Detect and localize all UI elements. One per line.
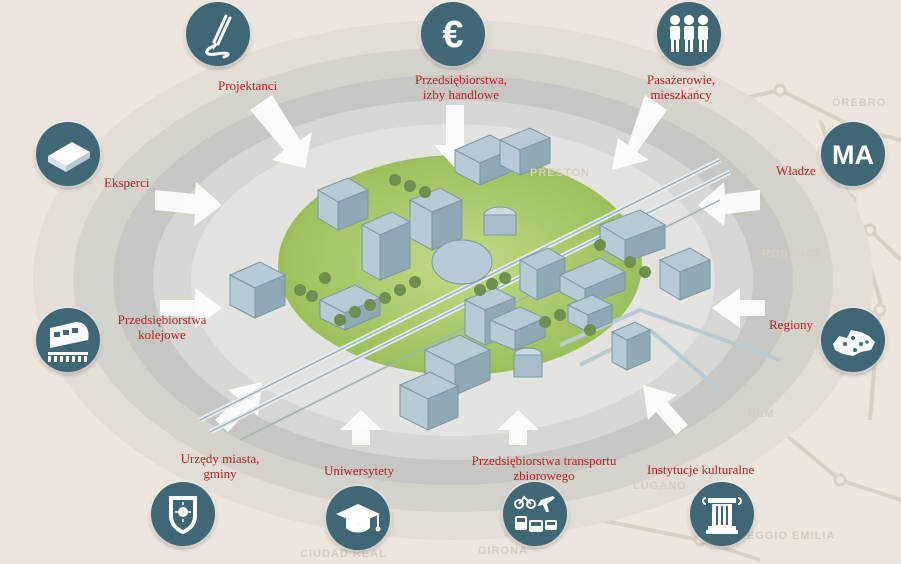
label-line: Przedsiębiorstwa transportu bbox=[471, 453, 617, 468]
book-icon bbox=[36, 122, 100, 186]
map-name-preston: PRESTON bbox=[530, 167, 590, 179]
label-wladze: Władze bbox=[776, 163, 816, 178]
label-przedsiebiorstwa-kolejowe: Przedsiębiorstwa kolejowe bbox=[112, 312, 212, 342]
euro-icon: € bbox=[421, 2, 485, 66]
label-line: mieszkańcy bbox=[650, 87, 712, 102]
svg-text:€: € bbox=[442, 14, 463, 56]
label-line: zbiorowego bbox=[513, 468, 575, 483]
city-buildings bbox=[228, 127, 712, 431]
coat-of-arms-icon bbox=[151, 482, 215, 546]
map-name-ulm: ULM bbox=[748, 408, 775, 420]
map-name-reggio-emilia: REGGIO EMILIA bbox=[738, 530, 836, 542]
label-projektanci: Projektanci bbox=[218, 78, 278, 93]
people-icon bbox=[657, 2, 721, 66]
map-name-rostock: ROSTOCK bbox=[762, 248, 824, 260]
label-transport-zbiorowy: Przedsiębiorstwa transportu zbiorowego bbox=[462, 453, 626, 483]
label-line: Przedsiębiorstwa, bbox=[414, 72, 508, 87]
label-line: Urzędy miasta, bbox=[180, 451, 260, 466]
label-line: Przedsiębiorstwa bbox=[117, 312, 207, 327]
graduation-cap-icon bbox=[326, 486, 390, 550]
region-map-icon bbox=[821, 308, 885, 372]
label-line: Pasażerowie, bbox=[646, 72, 716, 87]
pen-icon bbox=[186, 2, 250, 66]
train-icon bbox=[36, 308, 100, 372]
ma-initials-icon: MA bbox=[821, 122, 885, 186]
svg-text:MA: MA bbox=[832, 140, 874, 170]
map-name-lugano: LUGANO bbox=[633, 480, 687, 492]
label-regiony: Regiony bbox=[769, 317, 814, 332]
label-urzedy: Urzędy miasta, gminy bbox=[178, 451, 262, 481]
label-eksperci: Eksperci bbox=[104, 175, 150, 190]
transport-modes-icon bbox=[503, 482, 567, 546]
map-name-ciudad-real: CIUDAD REAL bbox=[300, 548, 387, 560]
label-line: gminy bbox=[203, 466, 237, 481]
map-name-girona: GIRONA bbox=[478, 545, 528, 557]
arrows bbox=[155, 95, 765, 445]
column-icon bbox=[690, 482, 754, 546]
label-pasazerowie: Pasażerowie, mieszkańcy bbox=[641, 72, 721, 102]
label-line: izby handlowe bbox=[422, 87, 500, 102]
label-instytucje: Instytucje kulturalne bbox=[647, 462, 755, 477]
map-name-orebro: ÖREBRO bbox=[832, 97, 887, 109]
label-line: kolejowe bbox=[138, 327, 186, 342]
label-uniwersytety: Uniwersytety bbox=[324, 463, 395, 478]
label-przedsiebiorstwa-izby: Przedsiębiorstwa, izby handlowe bbox=[411, 72, 511, 102]
